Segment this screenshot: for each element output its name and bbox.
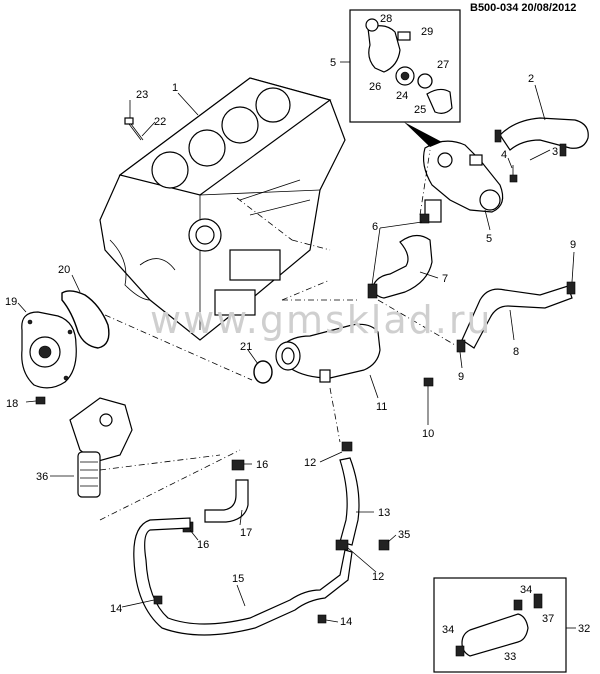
water-pump (21, 311, 77, 389)
callout-22: 22 (154, 116, 166, 128)
callout-12-bottom: 12 (372, 571, 384, 583)
callout-5-inset: 5 (330, 57, 336, 69)
callout-9-right: 9 (570, 239, 576, 251)
clamp-16-top (231, 459, 245, 471)
callout-17: 17 (240, 527, 252, 539)
watermark: www.gmsklad.ru (150, 298, 493, 342)
callout-25: 25 (414, 104, 426, 116)
assembly-lines (99, 149, 456, 521)
hose-8 (461, 285, 573, 349)
callout-37: 37 (542, 613, 554, 625)
callout-8: 8 (513, 346, 519, 358)
callout-11: 11 (376, 401, 387, 413)
clamp-9-right (566, 281, 576, 295)
hose-13 (339, 457, 360, 546)
pump-gasket (61, 290, 110, 349)
bolt-14-right (317, 614, 327, 624)
callout-15: 15 (232, 573, 244, 585)
water-outlet (275, 323, 381, 383)
clamps-3 (494, 129, 567, 157)
bolt-18 (25, 396, 46, 405)
callout-32: 32 (578, 623, 590, 635)
thermostat-housing (422, 140, 504, 223)
diagram-code: B500-034 20/08/2012 (470, 2, 577, 14)
callout-14-left: 14 (110, 603, 122, 615)
clamp-9-left (456, 339, 466, 353)
callout-23: 23 (136, 89, 148, 101)
o-ring-21 (253, 360, 273, 384)
callout-2: 2 (528, 73, 534, 85)
hose-kit-inset (433, 577, 567, 673)
callout-26: 26 (369, 81, 381, 93)
bolt-4 (509, 165, 518, 183)
callout-16-bottom: 16 (197, 539, 209, 551)
hose-17 (204, 479, 249, 523)
callout-6: 6 (372, 221, 378, 233)
hose-2 (499, 117, 589, 151)
callout-1: 1 (172, 82, 178, 94)
callout-28: 28 (380, 13, 392, 25)
leader-lines (17, 61, 576, 629)
callout-24: 24 (396, 90, 408, 102)
callout-33: 33 (504, 651, 516, 663)
hose-7 (373, 234, 433, 299)
callout-3: 3 (552, 146, 558, 158)
engine-block (99, 77, 346, 341)
clamp-6-bottom (367, 283, 378, 299)
callout-36: 36 (36, 471, 48, 483)
bolt-10 (423, 377, 434, 412)
callout-19: 19 (5, 296, 17, 308)
callout-12-top: 12 (304, 457, 316, 469)
inset-arrow (404, 122, 442, 147)
clip-35 (378, 539, 390, 551)
callout-34-top: 34 (520, 584, 532, 596)
callout-9-left: 9 (458, 371, 464, 383)
oil-cooler (69, 397, 133, 498)
callout-29: 29 (421, 26, 433, 38)
callout-35: 35 (398, 529, 410, 541)
callout-5-main: 5 (486, 233, 492, 245)
callout-7: 7 (442, 273, 448, 285)
thermostat-inset (349, 9, 461, 123)
callout-labels: 1 2 3 4 5 5 6 7 8 9 9 10 11 12 12 13 14 … (5, 13, 590, 663)
callout-21: 21 (240, 341, 252, 353)
callout-16-top: 16 (256, 459, 268, 471)
callout-18: 18 (6, 398, 18, 410)
bolt-14-left (153, 595, 163, 605)
callout-34-left: 34 (442, 624, 454, 636)
callout-14-right: 14 (340, 616, 352, 628)
callout-10: 10 (422, 428, 434, 440)
callout-13: 13 (378, 507, 390, 519)
pipe-15 (133, 517, 353, 636)
bolt-22-23 (124, 117, 144, 141)
callout-27: 27 (437, 59, 449, 71)
clamp-6-top (419, 213, 430, 224)
clamp-12-top (341, 441, 353, 452)
callout-20: 20 (58, 264, 70, 276)
callout-4: 4 (501, 149, 507, 161)
clamp-12-bottom (335, 539, 349, 551)
